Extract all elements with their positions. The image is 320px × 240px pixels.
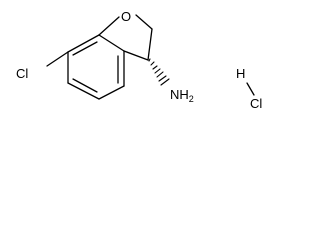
hashed-wedge-bond — [148, 58, 170, 86]
bond-c6-cl — [46, 51, 69, 67]
bond-c3-c3a — [123, 50, 149, 61]
bond-o-c2 — [135, 14, 153, 30]
double-bond-c7a-c7-inner — [72, 41, 98, 56]
bond-c2-c3 — [147, 28, 153, 61]
amine-nh-label: NH — [170, 87, 189, 102]
structure-diagram: O Cl NH2 H Cl — [16, 9, 262, 111]
benzene-ring — [67, 34, 125, 100]
bond-c5-c4 — [98, 85, 125, 100]
bond-c3a-c7a — [98, 34, 125, 52]
oxygen-atom-label: O — [121, 9, 131, 24]
bond-c7a-c7 — [67, 34, 100, 53]
chlorine-atom-label: Cl — [16, 66, 28, 81]
hcl-chlorine-label: Cl — [250, 96, 262, 111]
amine-subscript-label: 2 — [189, 94, 194, 104]
dihydrofuran-ring — [98, 14, 153, 61]
hcl-hydrogen-label: H — [236, 66, 245, 81]
amine-group-label: NH2 — [170, 87, 194, 104]
bond-h-cl — [246, 82, 255, 96]
bond-c7a-o — [98, 16, 120, 36]
bond-c6-c5 — [67, 82, 100, 100]
double-bond-c6-c5-inner — [72, 78, 98, 93]
